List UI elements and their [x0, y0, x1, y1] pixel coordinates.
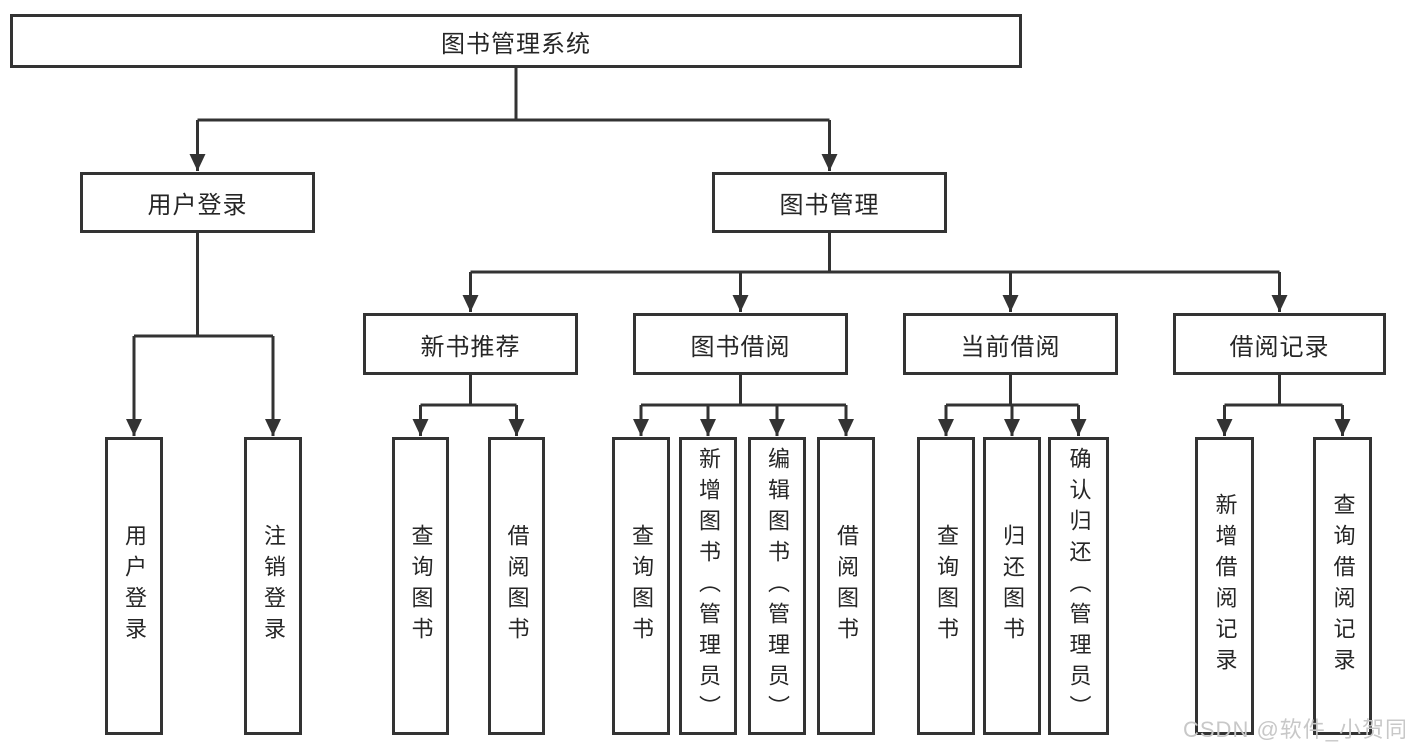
- leaf-borrow-books-recommend: 借阅图书: [488, 437, 545, 735]
- leaf-label: 查询图书: [629, 524, 654, 648]
- node-user-login: 用户登录: [80, 172, 315, 233]
- leaf-add-books-admin: 新增图书（管理员）: [679, 437, 737, 735]
- leaf-return-books: 归还图书: [983, 437, 1041, 735]
- leaf-label: 新增借阅记录: [1212, 493, 1238, 679]
- leaf-label: 用户登录: [122, 524, 147, 648]
- node-root-library-system: 图书管理系统: [10, 14, 1022, 68]
- leaf-label: 编辑图书（管理员）: [765, 446, 790, 726]
- leaf-logout: 注销登录: [244, 437, 302, 735]
- leaf-borrow-books: 借阅图书: [817, 437, 875, 735]
- leaf-edit-books-admin: 编辑图书（管理员）: [748, 437, 806, 735]
- leaf-label: 新增图书（管理员）: [696, 446, 721, 726]
- leaf-user-login: 用户登录: [105, 437, 163, 735]
- leaf-query-borrow-record: 查询借阅记录: [1313, 437, 1372, 735]
- leaf-label: 注销登录: [261, 524, 286, 648]
- leaf-query-books-recommend: 查询图书: [392, 437, 449, 735]
- leaf-add-borrow-record: 新增借阅记录: [1195, 437, 1254, 735]
- node-book-borrow: 图书借阅: [633, 313, 848, 375]
- leaf-label: 查询图书: [934, 524, 959, 648]
- csdn-watermark: CSDN @软件_小贺同学: [1183, 717, 1405, 742]
- leaf-label: 查询借阅记录: [1330, 493, 1356, 679]
- leaf-label: 查询图书: [408, 524, 434, 648]
- leaf-label: 借阅图书: [504, 524, 530, 648]
- node-borrow-records: 借阅记录: [1173, 313, 1386, 375]
- node-current-borrow: 当前借阅: [903, 313, 1118, 375]
- leaf-label: 归还图书: [1000, 524, 1025, 648]
- leaf-label: 确认归还（管理员）: [1066, 446, 1092, 726]
- leaf-query-books-current: 查询图书: [917, 437, 975, 735]
- leaf-confirm-return-admin: 确认归还（管理员）: [1048, 437, 1109, 735]
- leaf-query-books-borrow: 查询图书: [612, 437, 670, 735]
- leaf-label: 借阅图书: [834, 524, 859, 648]
- node-book-management: 图书管理: [712, 172, 947, 233]
- node-new-book-recommend: 新书推荐: [363, 313, 578, 375]
